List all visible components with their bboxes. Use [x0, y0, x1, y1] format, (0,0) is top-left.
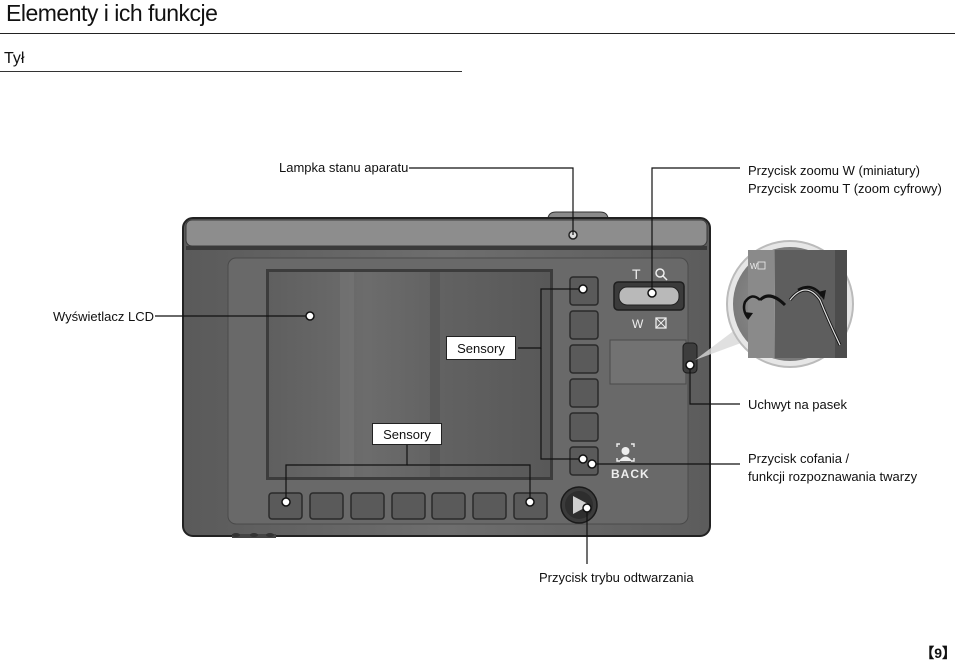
- touch-button: [569, 344, 599, 374]
- touch-button: [472, 492, 507, 520]
- label-zoom-w: Przycisk zoomu W (miniatury): [748, 163, 920, 178]
- label-sensors-bottom: Sensory: [372, 423, 442, 445]
- page-number: 【9】: [920, 645, 956, 661]
- top-button: [547, 211, 609, 219]
- callout-dots: [281, 284, 695, 513]
- inset-wt-mark: W: [750, 262, 758, 271]
- touch-button: [431, 492, 466, 520]
- label-sensors-right: Sensory: [446, 336, 516, 360]
- back-text: BACK: [611, 467, 650, 481]
- label-strap: Uchwyt na pasek: [748, 397, 847, 412]
- section-divider: [0, 71, 462, 72]
- zoom-w-mark: W: [632, 317, 644, 331]
- label-playback: Przycisk trybu odtwarzania: [539, 570, 694, 585]
- touch-button: [569, 310, 599, 340]
- label-back-1: Przycisk cofania /: [748, 451, 850, 466]
- lcd-display: [266, 269, 553, 480]
- label-zoom-t: Przycisk zoomu T (zoom cyfrowy): [748, 181, 942, 196]
- strap-inset: W: [695, 240, 854, 368]
- magnifier-icon: [655, 268, 668, 281]
- touch-button: [350, 492, 385, 520]
- zoom-rocker: T W: [613, 266, 685, 331]
- page-title: Elementy i ich funkcje: [6, 0, 218, 26]
- section-title: Tył: [4, 50, 25, 67]
- label-status-lamp: Lampka stanu aparatu: [279, 160, 409, 175]
- inset-thumbnail-icon: [757, 261, 766, 270]
- camera-feet: [232, 533, 274, 537]
- touch-button: [569, 412, 599, 442]
- label-back-2: funkcji rozpoznawania twarzy: [748, 469, 918, 484]
- zoom-t-mark: T: [632, 266, 641, 282]
- bottom-touch-buttons: [268, 492, 548, 520]
- thumbnail-icon: [655, 317, 667, 329]
- touch-button: [309, 492, 344, 520]
- strap-hook-panel: [609, 339, 698, 385]
- playback-button: [560, 486, 598, 524]
- play-icon: [573, 496, 590, 514]
- title-divider: [0, 33, 955, 34]
- label-lcd: Wyświetlacz LCD: [53, 309, 155, 324]
- face-detection-icon: [616, 443, 635, 462]
- touch-button: [569, 378, 599, 408]
- callout-lines: [155, 167, 740, 564]
- touch-button: [391, 492, 426, 520]
